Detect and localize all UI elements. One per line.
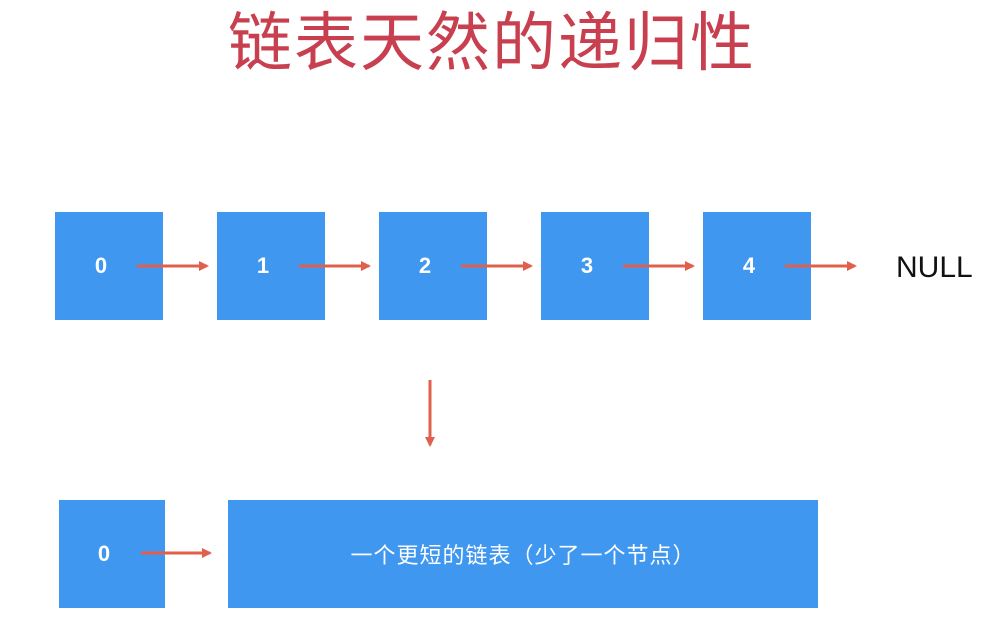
list-node-1: 1: [217, 212, 325, 320]
node-value: 1: [256, 253, 270, 278]
shorter-list-block: 一个更短的链表（少了一个节点）: [228, 500, 818, 608]
list-node-0: 0: [55, 212, 163, 320]
list-node-4: 4: [703, 212, 811, 320]
list-node-3: 3: [541, 212, 649, 320]
node-value: 3: [580, 253, 594, 278]
node-value: 0: [97, 541, 111, 566]
null-terminal-label: NULL: [896, 251, 973, 284]
node-value: 4: [742, 253, 756, 278]
node-value: 2: [418, 253, 432, 278]
head-node: 0: [59, 500, 165, 608]
node-value: 0: [94, 253, 108, 278]
list-node-2: 2: [379, 212, 487, 320]
shorter-list-label: 一个更短的链表（少了一个节点）: [350, 544, 696, 569]
page-title: 链表天然的递归性: [228, 7, 756, 81]
